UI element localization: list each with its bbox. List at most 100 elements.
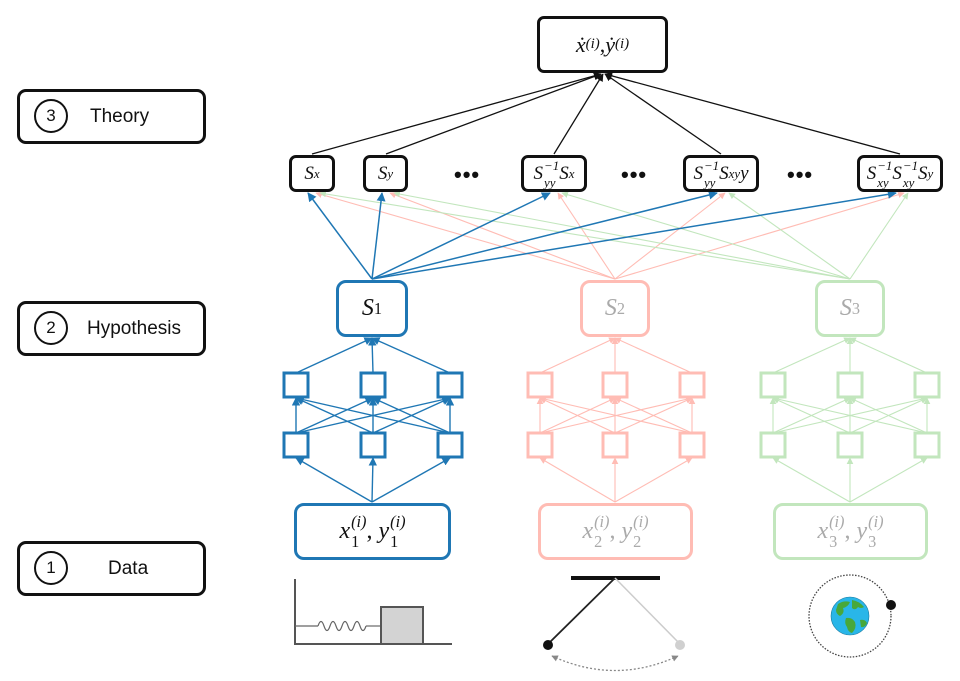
hidden-unit-node [836, 371, 864, 399]
stage-hypothesis: 2 Hypothesis [17, 301, 206, 356]
subscript: 2 [616, 298, 626, 318]
hidden-unit-node [436, 431, 464, 459]
hidden-to-hypothesis-edge [371, 337, 451, 374]
superscript: (i) [829, 511, 845, 531]
hidden-unit-node [601, 431, 629, 459]
hidden-unit-node [526, 431, 554, 459]
hidden-unit-node [526, 371, 554, 399]
superscript: −1 [703, 157, 720, 173]
hidden-to-hypothesis-edge [849, 337, 928, 374]
symbol: S [533, 162, 544, 184]
stage-number-badge: 3 [34, 99, 68, 133]
stage-label: Data [108, 557, 149, 579]
hidden-unit-node [282, 371, 310, 399]
hidden-unit-node [759, 371, 787, 399]
theory-to-output-edge [311, 72, 602, 155]
hidden-to-hypothesis-edge [539, 337, 616, 374]
hidden-to-hidden-edge [772, 396, 928, 434]
hypothesis-to-theory-edge [614, 191, 905, 280]
hypothesis-to-theory-edge [307, 192, 373, 280]
hypothesis-to-theory-edge [389, 192, 616, 280]
hypothesis-to-theory-edge [393, 190, 851, 280]
symbol: y [856, 518, 868, 544]
hidden-to-hidden-edge [772, 397, 851, 434]
hidden-unit-node [759, 431, 787, 459]
superscript: (i) [615, 36, 630, 52]
symbol: S [839, 295, 852, 321]
hypothesis-to-theory-edge [561, 191, 851, 280]
output-node-derivatives: ẋ(i), ẏ(i) [537, 16, 668, 73]
hidden-unit-node [601, 371, 629, 399]
pendulum-rod-ghost [614, 577, 681, 645]
symbol: S [693, 162, 703, 184]
hidden-to-hidden-edge [539, 397, 616, 434]
edges-layer [291, 72, 931, 503]
hidden-to-hidden-edge [295, 397, 374, 434]
stage-theory: 3 Theory [17, 89, 206, 144]
pendulum-illustration [543, 576, 685, 672]
symbol: S [377, 162, 388, 184]
hidden-to-hypothesis-edge [614, 337, 693, 374]
stage-number-badge: 2 [34, 311, 68, 345]
superscript: (i) [585, 36, 600, 52]
data-to-hidden-edge [368, 457, 378, 503]
symbol: x [339, 518, 351, 544]
symbol: S [304, 162, 314, 184]
subscript: 3 [868, 531, 877, 551]
hidden-unit-node [913, 431, 941, 459]
pendulum-bob-ghost [675, 640, 685, 650]
data-to-hidden-edge [772, 457, 851, 503]
y-dot: ẏ [605, 31, 616, 57]
stage-label: Hypothesis [87, 317, 181, 339]
data-to-hidden-edge [849, 457, 928, 503]
subscript: xy [728, 165, 741, 181]
data-node-3: x(i)3, y(i)3 [773, 503, 928, 560]
satellite [886, 600, 896, 610]
subscript: 1 [351, 531, 360, 551]
symbol: S [866, 162, 877, 184]
symbol: S [559, 162, 569, 184]
theory-to-output-edge [604, 72, 901, 155]
subscript: yy [703, 174, 716, 190]
superscript: (i) [351, 511, 367, 531]
symbol: S [892, 162, 902, 184]
symbol: S [361, 295, 374, 321]
hypothesis-to-theory-edge [371, 190, 718, 280]
theory-to-output-edge [553, 73, 604, 155]
earth-icon [830, 596, 870, 636]
hidden-unit-node [436, 371, 464, 399]
hidden-unit-node [678, 431, 706, 459]
hidden-unit-node [282, 431, 310, 459]
superscript: (i) [868, 511, 884, 531]
mini-nodes-layer [282, 371, 941, 459]
hidden-unit-node [913, 371, 941, 399]
stage-data: 1 Data [17, 541, 206, 596]
symbol: y [740, 162, 749, 184]
hidden-to-hypothesis-edge [295, 337, 373, 374]
symbol: y [621, 518, 633, 544]
orbit-path [808, 574, 892, 658]
data-to-hidden-edge [614, 457, 693, 503]
data-to-hidden-edge [539, 457, 616, 503]
hidden-unit-node [359, 371, 387, 399]
superscript: −1 [544, 157, 560, 173]
hypothesis-to-theory-edge [371, 189, 897, 280]
hidden-unit-node [359, 431, 387, 459]
hidden-to-hypothesis-edge [772, 337, 851, 374]
superscript: (i) [390, 511, 406, 531]
subscript: y [927, 165, 934, 181]
ellipsis: ••• [621, 162, 648, 187]
hypothesis-to-theory-edge [371, 192, 386, 280]
earth-orbit-illustration [808, 574, 896, 658]
symbol: S [918, 162, 928, 184]
subscript: 3 [851, 298, 861, 318]
symbol: x [817, 518, 829, 544]
subscript: xy [877, 174, 889, 190]
spring-coil [317, 620, 367, 632]
hidden-to-hypothesis-edge [368, 337, 377, 374]
symbol: S [604, 295, 617, 321]
symbol: x [582, 518, 594, 544]
